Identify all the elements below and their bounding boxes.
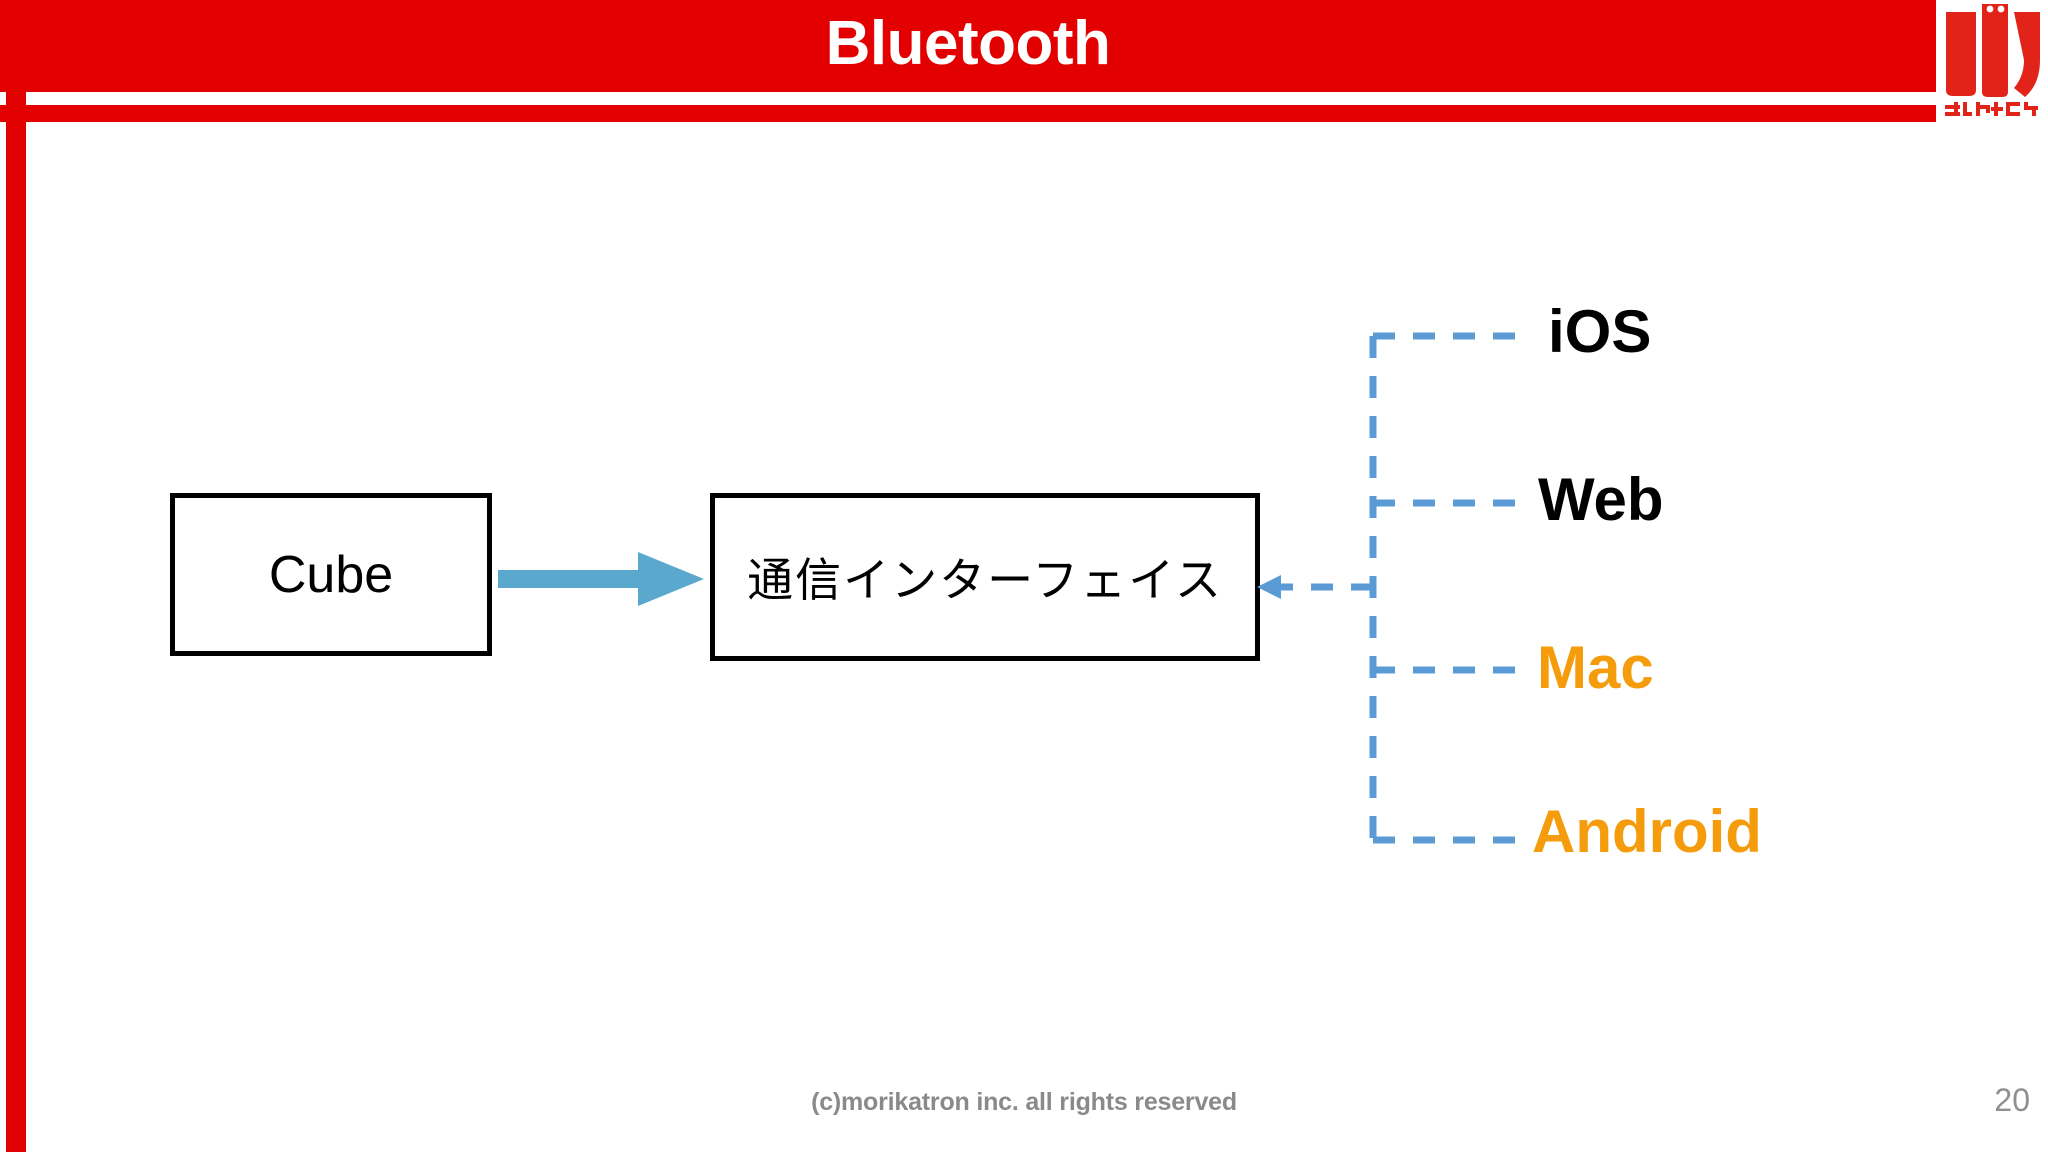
node-cube-label: Cube [268, 545, 394, 604]
platform-label-android: Android [1532, 798, 1762, 865]
platform-label-mac: Mac [1537, 634, 1654, 701]
morikatron-logo [1944, 2, 2044, 120]
platform-label-web: Web [1538, 466, 1664, 533]
page-number: 20 [1994, 1082, 2030, 1118]
footer-copyright: (c)morikatron inc. all rights reserved [811, 1088, 1237, 1116]
left-accent-rail [6, 75, 26, 1152]
node-cube[interactable]: Cube [170, 493, 492, 656]
platform-connector-tree [1255, 300, 1595, 880]
platform-label-ios: iOS [1548, 298, 1652, 365]
node-interface-label: 通信インターフェイス [747, 553, 1223, 607]
header-band: Bluetooth [0, 0, 1936, 92]
header-accent-stripe [0, 105, 1936, 122]
page-title: Bluetooth [825, 9, 1111, 78]
node-communication-interface[interactable]: 通信インターフェイス [710, 493, 1260, 661]
cube-to-interface-arrow [498, 548, 706, 610]
